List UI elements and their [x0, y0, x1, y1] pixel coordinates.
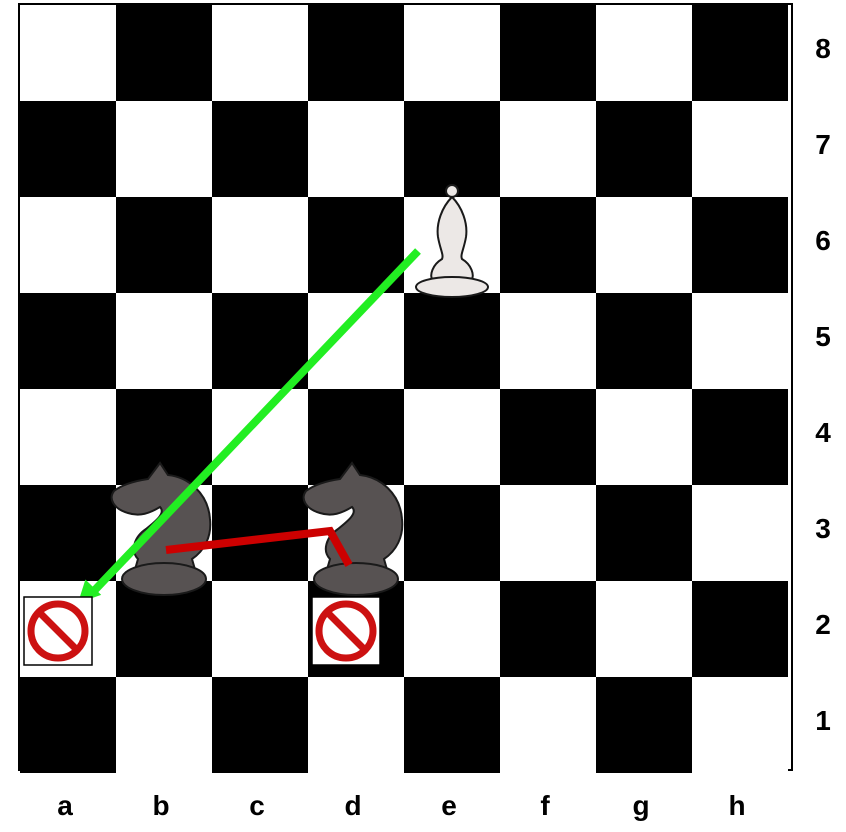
no-entry-d2-icon: [312, 597, 380, 665]
white-bishop-icon[interactable]: [416, 185, 488, 297]
no-entry-a2-icon: [24, 597, 92, 665]
